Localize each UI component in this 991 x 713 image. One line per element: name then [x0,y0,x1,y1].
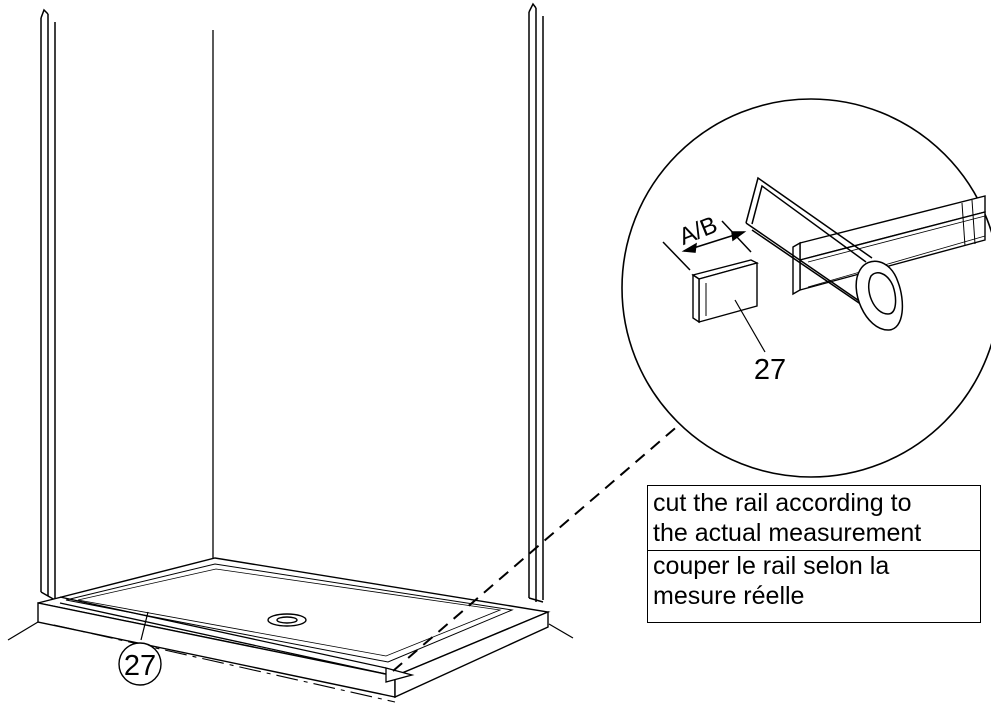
instruction-en-line-2: the actual measurement [653,519,922,547]
hacksaw-icon [745,176,904,331]
shower-tray [37,557,551,699]
cut-rail-piece [691,259,759,324]
floor-lines [7,621,574,641]
instruction-fr-line-1: couper le rail selon la [653,552,890,580]
instruction-fr-line-2: mesure réelle [653,582,805,610]
instruction-en-line-1: cut the rail according to [653,489,912,517]
detail-leader-line [392,423,681,672]
instruction-en: cut the rail according to the actual mea… [648,488,980,551]
detail-callout-leader [734,299,766,353]
part-callout-main: 27 [118,611,162,686]
detail-callout-number: 27 [754,354,786,386]
right-wall-profile [528,2,544,603]
main-callout-number: 27 [124,650,156,682]
detail-rail [792,195,986,296]
dimension-marker [662,220,752,271]
bottom-rail [53,596,415,703]
instruction-box: cut the rail according to the actual mea… [647,485,981,623]
instruction-fr: couper le rail selon la mesure réelle [653,551,974,611]
detail-magnifier: A/B 27 [621,98,991,478]
left-wall-profile [40,8,56,601]
